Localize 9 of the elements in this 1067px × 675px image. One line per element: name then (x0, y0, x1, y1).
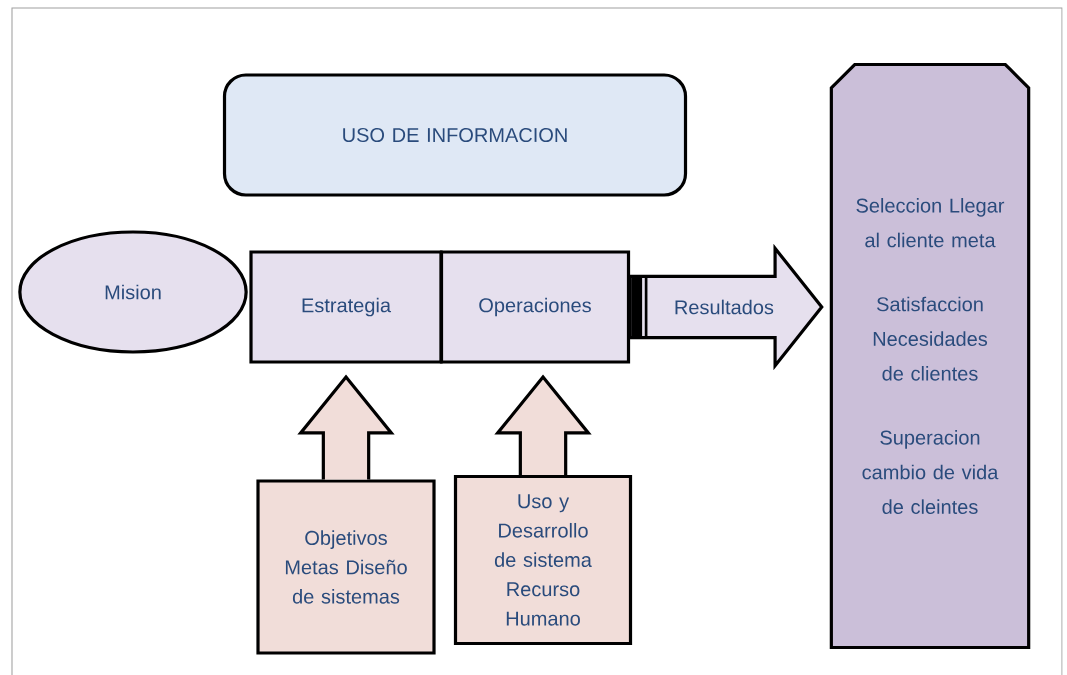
result-panel: Seleccion Llegar al cliente meta Satisfaccion Necesidades de clientes Superacion cambio de vida de cleintes (829, 62, 1031, 650)
input-box: Objetivos Metas Diseño de sistemas (256, 479, 436, 655)
block-arrow (297, 374, 395, 481)
edge-label: Resultados (675, 299, 774, 315)
process-box: Estrategia (249, 250, 443, 364)
block-arrow (494, 374, 592, 477)
input-box: Uso y Desarrollo de sistema Recurso Humano (453, 474, 633, 646)
process-box: Operaciones (439, 250, 631, 364)
header-box: USO DE INFORMACION (222, 73, 688, 197)
